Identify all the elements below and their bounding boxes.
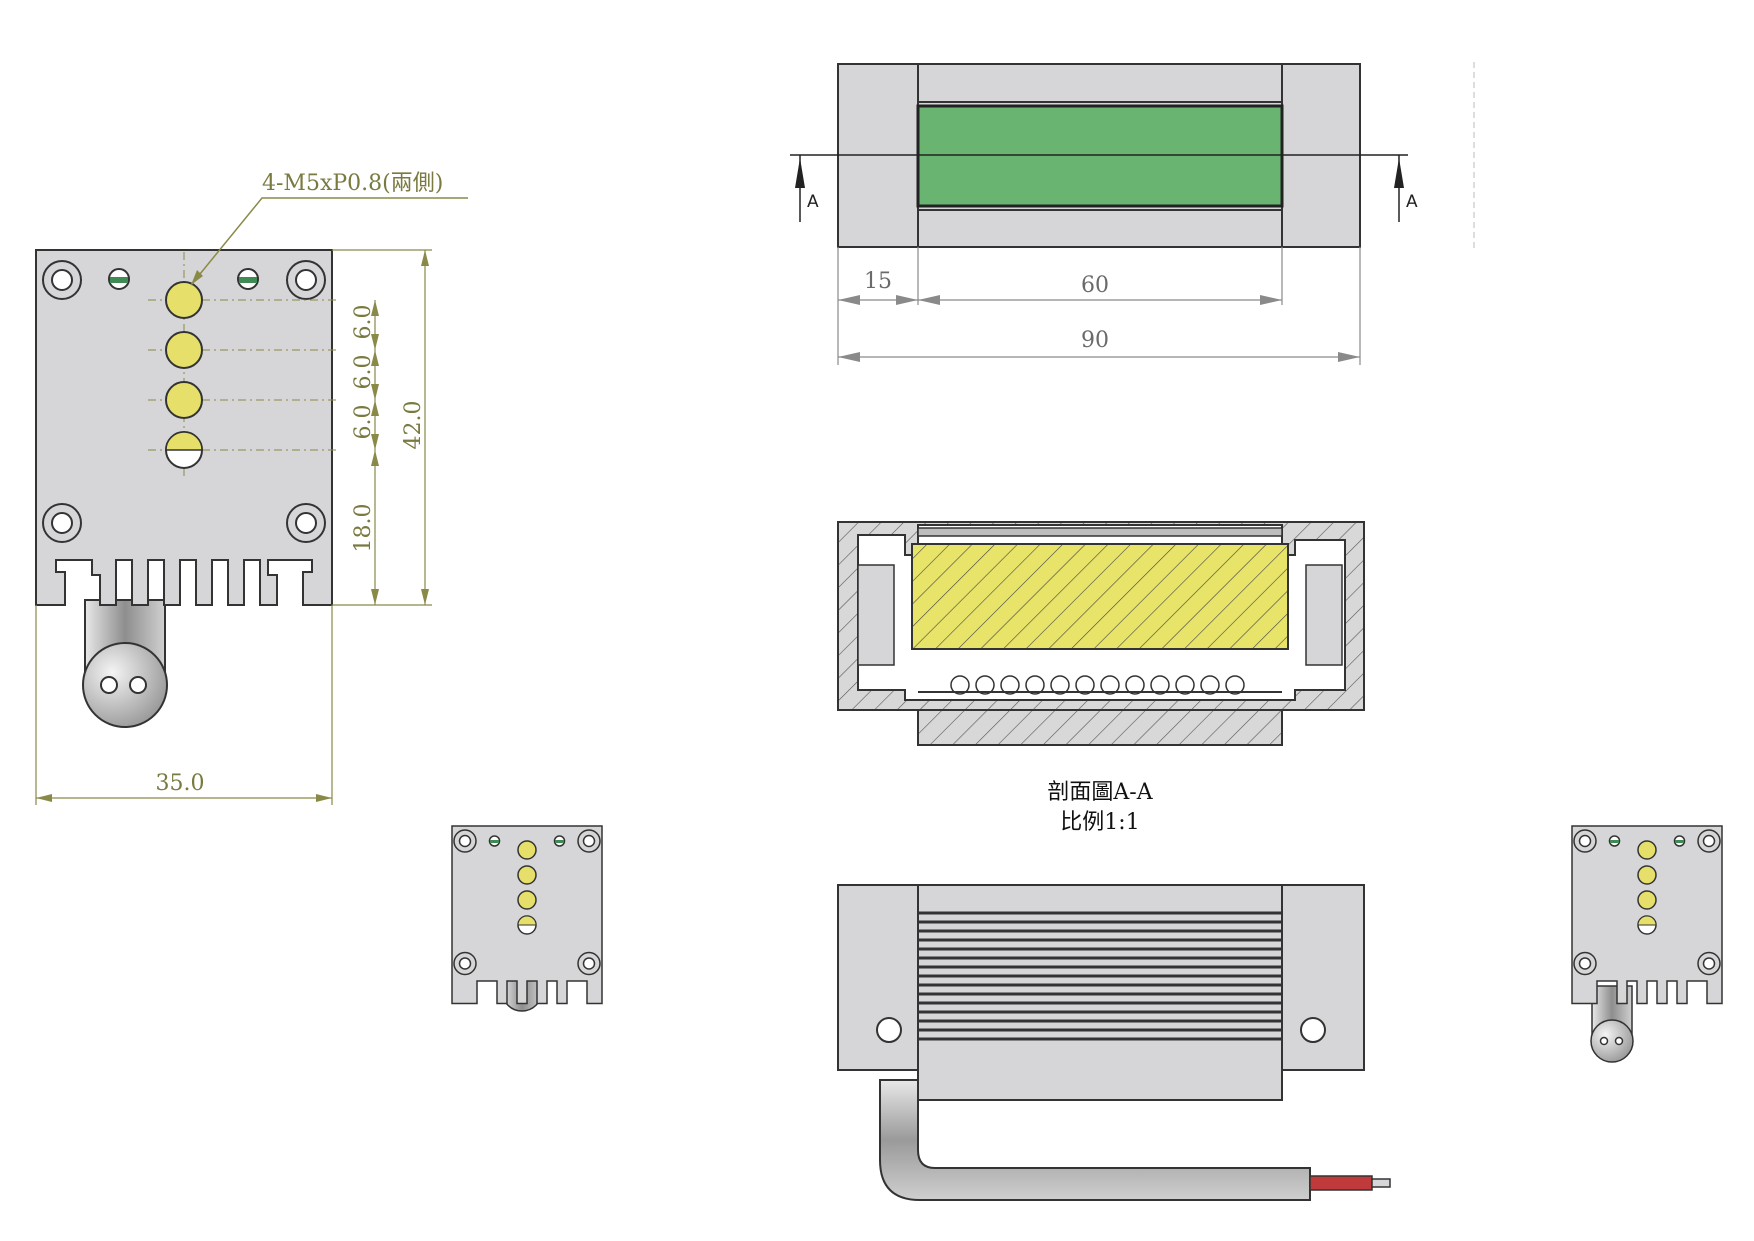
- section-title: 剖面圖A-A: [1047, 780, 1153, 805]
- dim-pitch-3: 6.0: [351, 405, 376, 440]
- cable-hole-left: [100, 676, 118, 694]
- dim-arrows-vertical: [371, 250, 429, 605]
- fins: [918, 911, 1282, 1041]
- dim-end: 15: [864, 269, 892, 294]
- section-scale: 比例1:1: [1060, 810, 1139, 835]
- section-mark-right: A: [1406, 192, 1418, 212]
- dim-total: 90: [1081, 328, 1109, 353]
- mount-holes: [42, 260, 326, 543]
- dim-pitch-2: 6.0: [351, 355, 376, 390]
- cable-hole-right: [129, 676, 147, 694]
- dim-width-lines: [35, 605, 333, 805]
- top-dim-arrows: [838, 295, 1360, 362]
- small-front-view-right: [1571, 825, 1723, 1063]
- wire: [1309, 1175, 1373, 1191]
- dim-height: 42.0: [401, 401, 426, 450]
- thread-note: 4-M5xP0.8(兩側): [262, 171, 443, 196]
- output-window: [916, 104, 1284, 208]
- dim-width: 35.0: [156, 771, 205, 796]
- section-mark-left: A: [807, 192, 819, 212]
- section-lens: [911, 543, 1289, 650]
- dim-pitch-1: 6.0: [351, 305, 376, 340]
- front-view: 4-M5xP0.8(兩側) 6.0 6.0 6.0 18.0 42.0 35.0: [35, 171, 468, 805]
- cable-end: [82, 642, 168, 728]
- small-front-view: [451, 825, 603, 1012]
- screw-pair: [108, 268, 259, 290]
- dim-window: 60: [1081, 273, 1109, 298]
- emitter-holes: [165, 281, 203, 469]
- thread-note-leader: [190, 197, 468, 286]
- section-heatsink: [917, 709, 1283, 746]
- section-view: 剖面圖A-A 比例1:1: [837, 521, 1365, 835]
- diode-row: [950, 675, 1245, 695]
- dim-offset: 18.0: [351, 504, 376, 553]
- top-view: A A 15 60 90: [790, 62, 1475, 365]
- bottom-view: [837, 884, 1391, 1201]
